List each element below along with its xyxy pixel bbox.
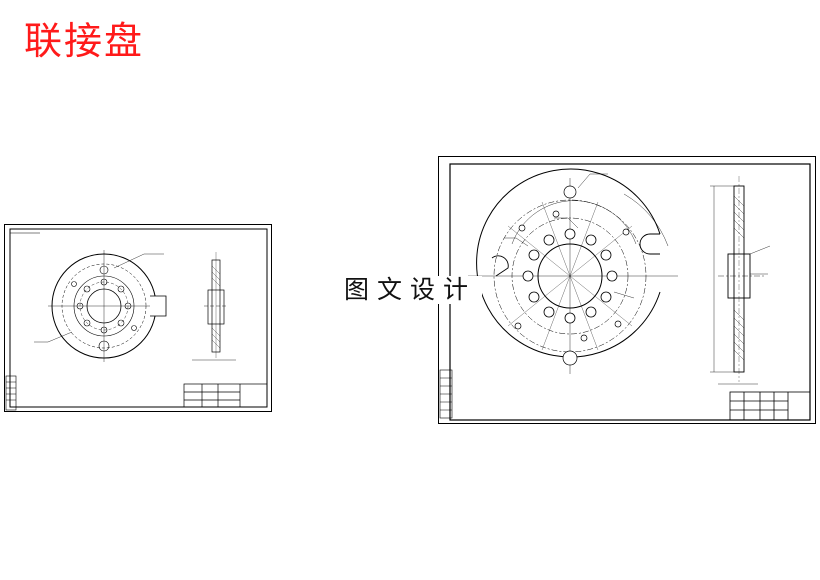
small-sheet-drawing <box>4 224 272 412</box>
page-title: 联接盘 <box>24 19 145 63</box>
large-sheet-drawing <box>438 156 816 424</box>
drawing-sheet-small <box>4 224 272 412</box>
watermark-text: 图文设计 <box>338 276 483 304</box>
drawing-sheet-large <box>438 156 816 424</box>
